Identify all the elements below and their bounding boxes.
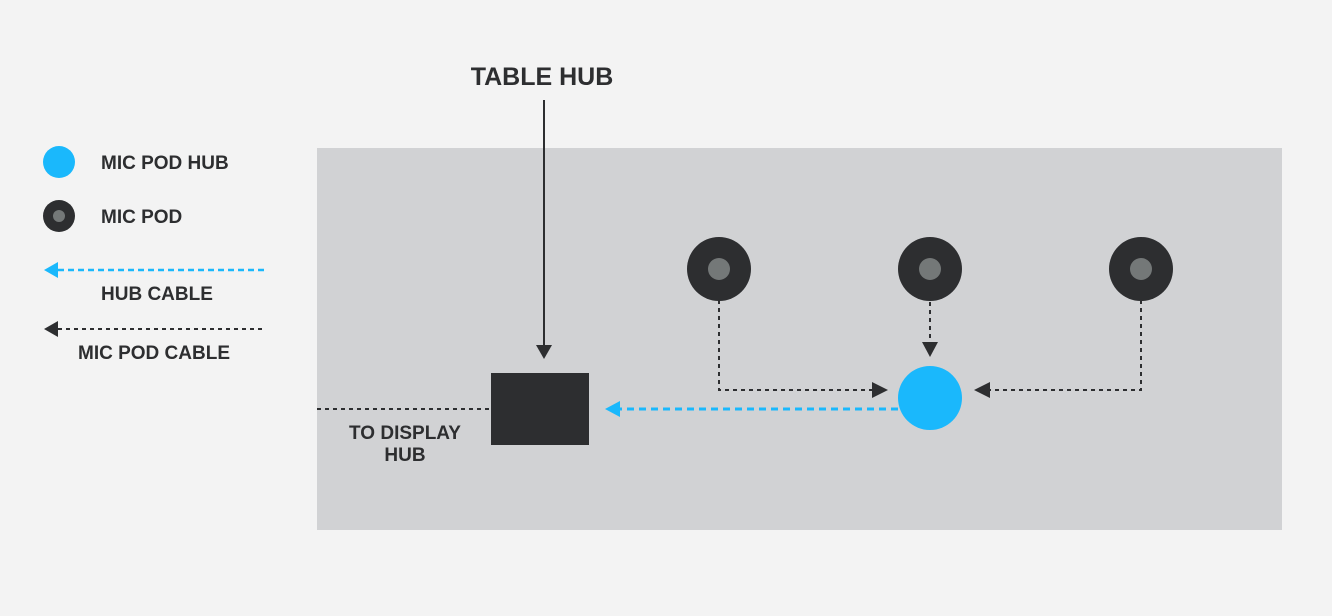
- table-hub: [491, 373, 589, 445]
- to-display-label: TO DISPLAY: [349, 423, 461, 444]
- legend-mic-pod-label: MIC POD: [101, 207, 182, 228]
- mic-pod-cable-left: [718, 300, 872, 391]
- legend-hub-cable-label: HUB CABLE: [101, 284, 213, 305]
- table-surface: [317, 148, 1282, 530]
- mic-pod-cable-left-arrowhead: [872, 382, 888, 398]
- to-display-hub-label: HUB: [384, 445, 425, 466]
- legend-mic-pod-hub-label: MIC POD HUB: [101, 153, 229, 174]
- mic-pod-left: [687, 237, 751, 301]
- mic-pod-cable-right-arrowhead: [974, 382, 990, 398]
- table-hub-title: TABLE HUB: [471, 63, 614, 91]
- legend-mic-pod-icon: [43, 200, 75, 232]
- legend-mic-pod-cable-arrowhead: [44, 321, 58, 337]
- mic-pod-center: [898, 237, 962, 301]
- legend-hub-cable-arrowhead: [44, 262, 58, 278]
- legend-mic-pod-hub-icon: [43, 146, 75, 178]
- legend: MIC POD HUB MIC POD HUB CABLE MIC POD CA…: [43, 146, 266, 364]
- mic-pod-cable-right: [990, 300, 1142, 391]
- hub-cable-arrowhead: [605, 401, 620, 417]
- mic-pod-hub: [898, 366, 962, 430]
- mic-pod-right: [1109, 237, 1173, 301]
- mic-pod-cable-center-arrowhead: [922, 342, 938, 357]
- table-hub-pointer-arrowhead: [536, 345, 552, 359]
- legend-mic-pod-cable-label: MIC POD CABLE: [78, 343, 230, 364]
